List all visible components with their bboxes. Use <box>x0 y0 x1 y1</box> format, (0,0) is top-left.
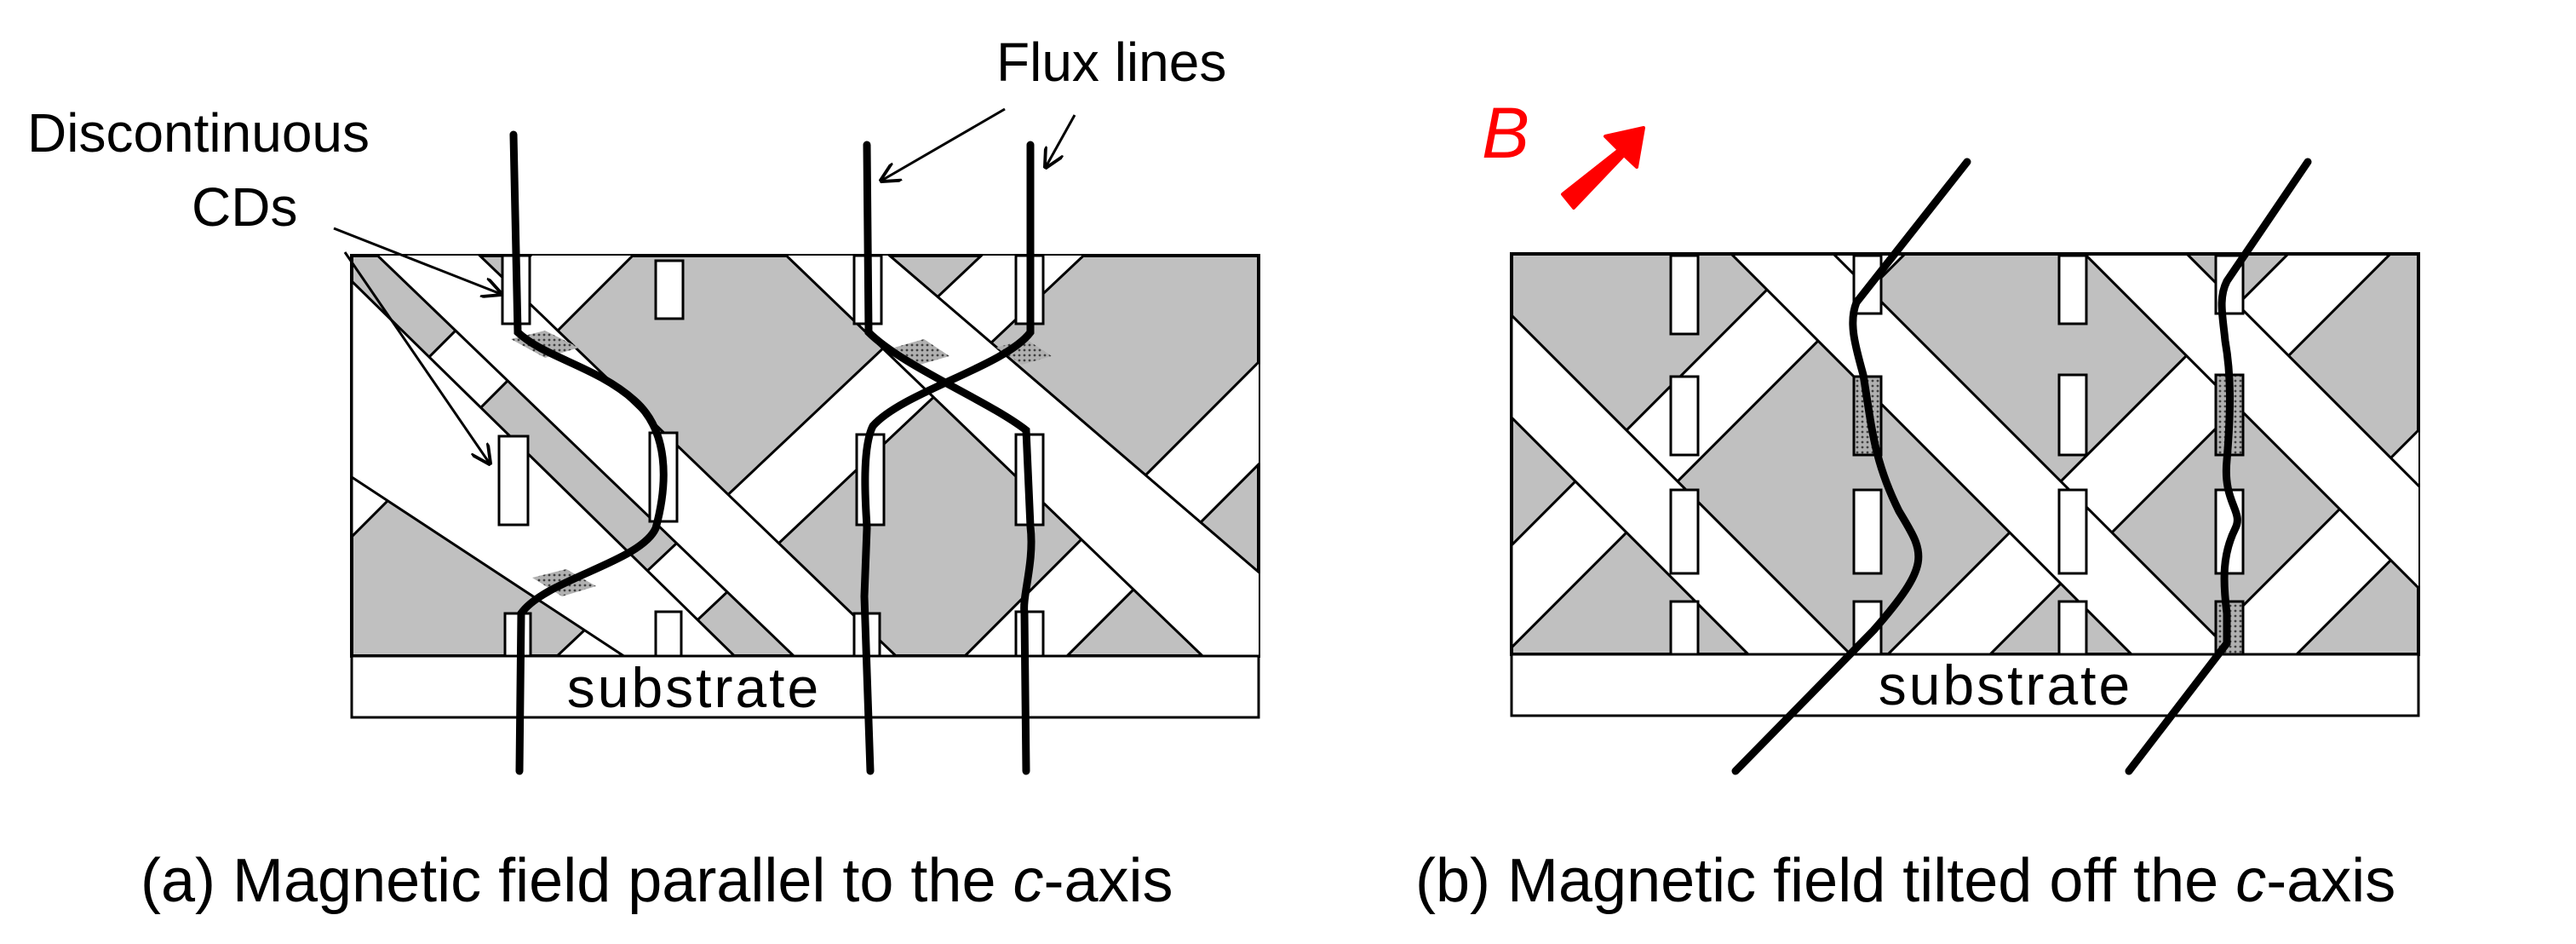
cd-a-5 <box>497 435 530 527</box>
substrate-b <box>1510 653 2420 717</box>
caption-a-text: (a) Magnetic field parallel to the <box>141 847 1013 915</box>
cd-a-2 <box>654 259 685 320</box>
flux-line-a-2 <box>863 141 1036 775</box>
cd-b-8 <box>1852 488 1883 575</box>
panel-a: substrate Flux lines Discontinuous CDs <box>27 32 1260 775</box>
caption-a-italic: c <box>1013 847 1044 915</box>
substrate-label-b: substrate <box>1879 653 2132 717</box>
panel-b: substrate B <box>1482 93 2420 775</box>
caption-a-suffix: -axis <box>1044 847 1173 915</box>
flux-line-a-3 <box>860 141 1035 775</box>
cd-b-6 <box>2057 373 2088 457</box>
flux-pointer-1 <box>881 107 1006 181</box>
caption-b-italic: c <box>2235 847 2266 915</box>
cd-pointer-2 <box>343 251 490 463</box>
flux-lines-b <box>1731 158 2312 775</box>
flux-lines-label: Flux lines <box>996 32 1226 93</box>
substrate-a <box>350 654 1260 719</box>
cd-b-13 <box>2057 600 2088 656</box>
cd-b-9 <box>2057 488 2088 575</box>
discontinuous-label: Discontinuous <box>27 102 370 164</box>
substrate-label-a: substrate <box>567 656 821 719</box>
cds-label: CDs <box>192 176 297 238</box>
caption-b-suffix: -axis <box>2266 847 2395 915</box>
cd-a-10 <box>654 610 683 658</box>
field-arrow-icon <box>1561 126 1645 210</box>
caption-a: (a) Magnetic field parallel to the c-axi… <box>141 847 1173 915</box>
flux-lines-a <box>509 130 1036 775</box>
flux-line-a-1 <box>509 130 668 775</box>
field-symbol: B <box>1482 93 1529 173</box>
flux-pointer-2 <box>1046 114 1076 167</box>
cd-b-3 <box>2057 254 2088 325</box>
cd-pointer-1 <box>333 227 501 294</box>
field-arrow <box>1561 126 1645 210</box>
cd-a-12 <box>1014 610 1045 658</box>
annotation-arrows-a <box>333 107 1076 463</box>
caption-b-text: (b) Magnetic field tilted off the <box>1415 847 2235 915</box>
cd-b-5 <box>1669 375 1700 457</box>
cd-b-1 <box>1669 254 1700 336</box>
caption-b: (b) Magnetic field tilted off the c-axis <box>1415 847 2395 915</box>
flux-line-b-1 <box>1731 158 1971 775</box>
cd-b-11 <box>1669 600 1700 656</box>
flux-line-b-2 <box>2125 158 2312 775</box>
cd-b-7 <box>1669 488 1700 575</box>
